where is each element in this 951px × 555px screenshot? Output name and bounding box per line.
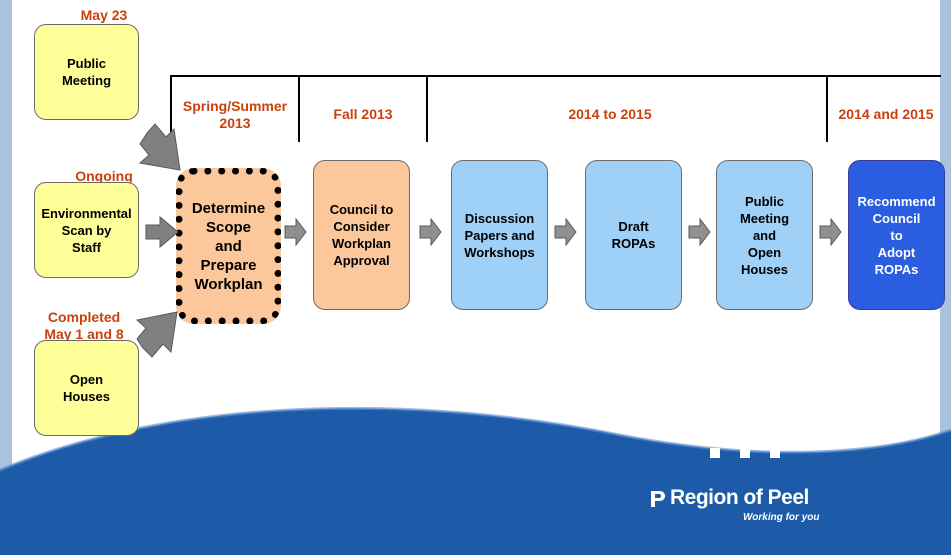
phase-label-2014-to-2015: 2014 to 2015 bbox=[568, 106, 652, 122]
input-label-public-meeting: May 23 bbox=[80, 7, 128, 23]
step-recommend-council-adopt: Recommend Council to Adopt ROPAs bbox=[848, 160, 945, 310]
arrow-step-4-to-5 bbox=[688, 217, 711, 247]
brand-name: Region of Peel bbox=[670, 486, 809, 509]
step-draft-ropas: Draft ROPAs bbox=[585, 160, 682, 310]
phase-label-spring-summer-2013: Spring/Summer 2013 bbox=[182, 98, 288, 131]
phase-label-fall-2013: Fall 2013 bbox=[333, 106, 393, 122]
step-council-consider-workplan: Council to Consider Workplan Approval bbox=[313, 160, 410, 310]
environmental-scan-box: Environmental Scan by Staff bbox=[34, 182, 139, 278]
arrow-step-1-to-2 bbox=[284, 217, 307, 247]
arrow-environmental-scan-to-scope bbox=[145, 215, 179, 249]
arrow-step-3-to-4 bbox=[554, 217, 577, 247]
open-houses-box: Open Houses bbox=[34, 340, 139, 436]
right-border-bar bbox=[940, 0, 951, 555]
arrow-step-5-to-6 bbox=[819, 217, 842, 247]
brand-tagline: Working for you bbox=[743, 512, 820, 523]
public-meeting-box: Public Meeting bbox=[34, 24, 139, 120]
arrow-public-meeting-to-scope bbox=[138, 123, 181, 171]
left-border-bar bbox=[0, 0, 12, 555]
arrow-step-2-to-3 bbox=[419, 217, 442, 247]
step-discussion-papers: Discussion Papers and Workshops bbox=[451, 160, 548, 310]
input-label-open-houses: Completed May 1 and 8 bbox=[44, 309, 124, 342]
region-of-peel-logo-icon bbox=[651, 491, 665, 507]
input-label-environmental-scan: Ongoing bbox=[75, 168, 133, 184]
step-determine-scope: Determine Scope and Prepare Workplan bbox=[176, 168, 281, 324]
step-public-meeting-open-houses: Public Meeting and Open Houses bbox=[716, 160, 813, 310]
phase-label-2014-and-2015: 2014 and 2015 bbox=[838, 106, 934, 122]
arrow-open-houses-to-scope bbox=[135, 311, 178, 358]
